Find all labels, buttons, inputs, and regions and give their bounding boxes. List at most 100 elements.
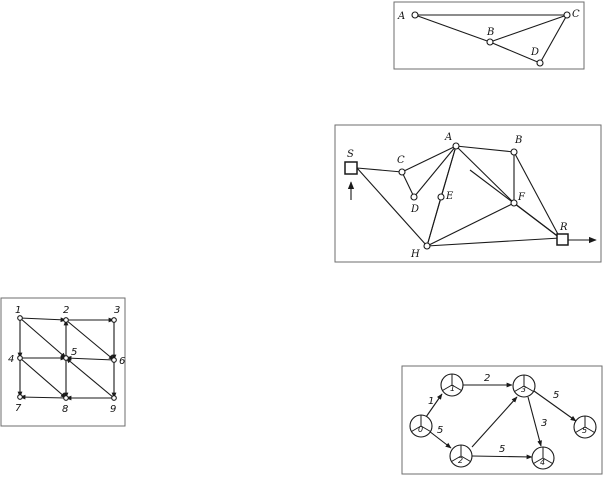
node-9: [111, 395, 117, 401]
label-d: D: [530, 47, 539, 58]
edge-b-r: [513, 151, 561, 239]
node-a: [411, 11, 419, 19]
edge-h-r: [426, 237, 561, 247]
edge-d-a: [413, 145, 457, 198]
edge-2-4: [471, 454, 533, 460]
edge-4-8: [19, 357, 67, 399]
node-0: 0: [409, 414, 433, 438]
node-f: [510, 199, 518, 207]
node-5: [63, 355, 69, 361]
node-4-spoke: [542, 457, 553, 464]
edge-a-f: [455, 145, 515, 204]
node-5: 5: [573, 415, 597, 439]
diagram-1: A B C D: [393, 1, 585, 70]
diagram-1-frame: [393, 1, 585, 70]
label-a: A: [444, 132, 452, 143]
diagram-2-frame: [334, 124, 602, 263]
label-2: 2: [63, 305, 69, 316]
node-3-label: 3: [521, 385, 526, 394]
node-4: 4: [531, 446, 555, 470]
edge-b-c: [489, 14, 568, 43]
edge-3-4: [527, 396, 542, 447]
node-h: [423, 242, 431, 250]
node-3-spoke: [514, 385, 525, 392]
node-1: 1: [440, 373, 464, 397]
node-d: [536, 59, 544, 67]
node-2: 2: [449, 444, 473, 468]
node-b: [510, 148, 518, 156]
edge-8-7: [19, 394, 67, 400]
node-c: [398, 168, 406, 176]
node-0-label: 0: [418, 425, 423, 434]
edge-9-5: [65, 357, 115, 399]
weight-2-4: 5: [499, 444, 505, 455]
node-4-label: 4: [540, 458, 545, 467]
node-c: [563, 11, 571, 19]
node-3: [111, 317, 117, 323]
edge-2-6: [65, 319, 115, 361]
node-1-spoke: [442, 384, 453, 391]
weight-0-1: 1: [428, 396, 434, 407]
edge-h-f: [426, 202, 515, 247]
diagram-4-frame: [401, 365, 603, 475]
label-d: D: [410, 204, 419, 215]
label-7: 7: [15, 403, 22, 414]
label-b: B: [486, 27, 494, 38]
edge-3-5: [533, 390, 577, 422]
edge-c-d: [539, 14, 568, 64]
node-1-spoke: [451, 384, 462, 391]
node-3-spoke: [523, 385, 534, 392]
node-2-spoke: [451, 455, 462, 462]
node-5-label: 5: [582, 426, 587, 435]
label-c: C: [397, 155, 405, 166]
edge-b-d: [489, 41, 541, 64]
node-2: [63, 317, 69, 323]
diagram-3-frame: [0, 297, 126, 427]
label-r: R: [559, 222, 568, 233]
diagram-4: 0 1 2 3 4: [401, 365, 603, 475]
diagram-2: S A B C D E F H R: [334, 124, 602, 263]
edge-6-5: [65, 355, 115, 361]
label-f: F: [517, 192, 526, 203]
label-h: H: [410, 249, 420, 260]
edge-2-3: [471, 396, 518, 448]
node-0-spoke: [411, 425, 422, 432]
node-4: [17, 355, 23, 361]
label-8: 8: [62, 404, 68, 415]
node-b: [486, 38, 494, 46]
node-1: [17, 315, 23, 321]
label-c: C: [572, 9, 580, 20]
weight-0-2: 5: [437, 425, 443, 436]
diagram-3: 1 2 3 4 5 6 7 8 9: [0, 297, 126, 427]
label-9: 9: [110, 404, 116, 415]
label-3: 3: [114, 305, 120, 316]
edge-0-1: [425, 393, 443, 418]
edge-s-h: [356, 167, 428, 247]
node-2-label: 2: [458, 456, 463, 465]
edge-a-b: [414, 14, 491, 43]
edge-c-a: [401, 145, 457, 173]
label-6: 6: [119, 356, 125, 367]
edge-a-b: [455, 145, 515, 153]
node-3: 3: [512, 374, 536, 398]
edge-1-5: [19, 317, 67, 359]
label-s: S: [347, 149, 354, 160]
node-8: [63, 395, 69, 401]
label-a: A: [397, 11, 405, 22]
edge-s-c: [356, 167, 403, 173]
node-5-spoke: [584, 426, 595, 433]
label-e: E: [445, 191, 454, 202]
node-1-label: 1: [450, 384, 455, 393]
label-4: 4: [8, 354, 14, 365]
node-r: [556, 233, 569, 246]
label-1: 1: [15, 305, 21, 316]
weight-1-3: 2: [484, 373, 490, 384]
node-d: [410, 193, 418, 201]
weight-3-5: 5: [553, 390, 559, 401]
weight-3-4: 3: [541, 418, 547, 429]
node-7: [17, 394, 23, 400]
node-s: [344, 161, 358, 175]
node-5-spoke: [575, 426, 586, 433]
edge-c-d: [401, 171, 415, 198]
